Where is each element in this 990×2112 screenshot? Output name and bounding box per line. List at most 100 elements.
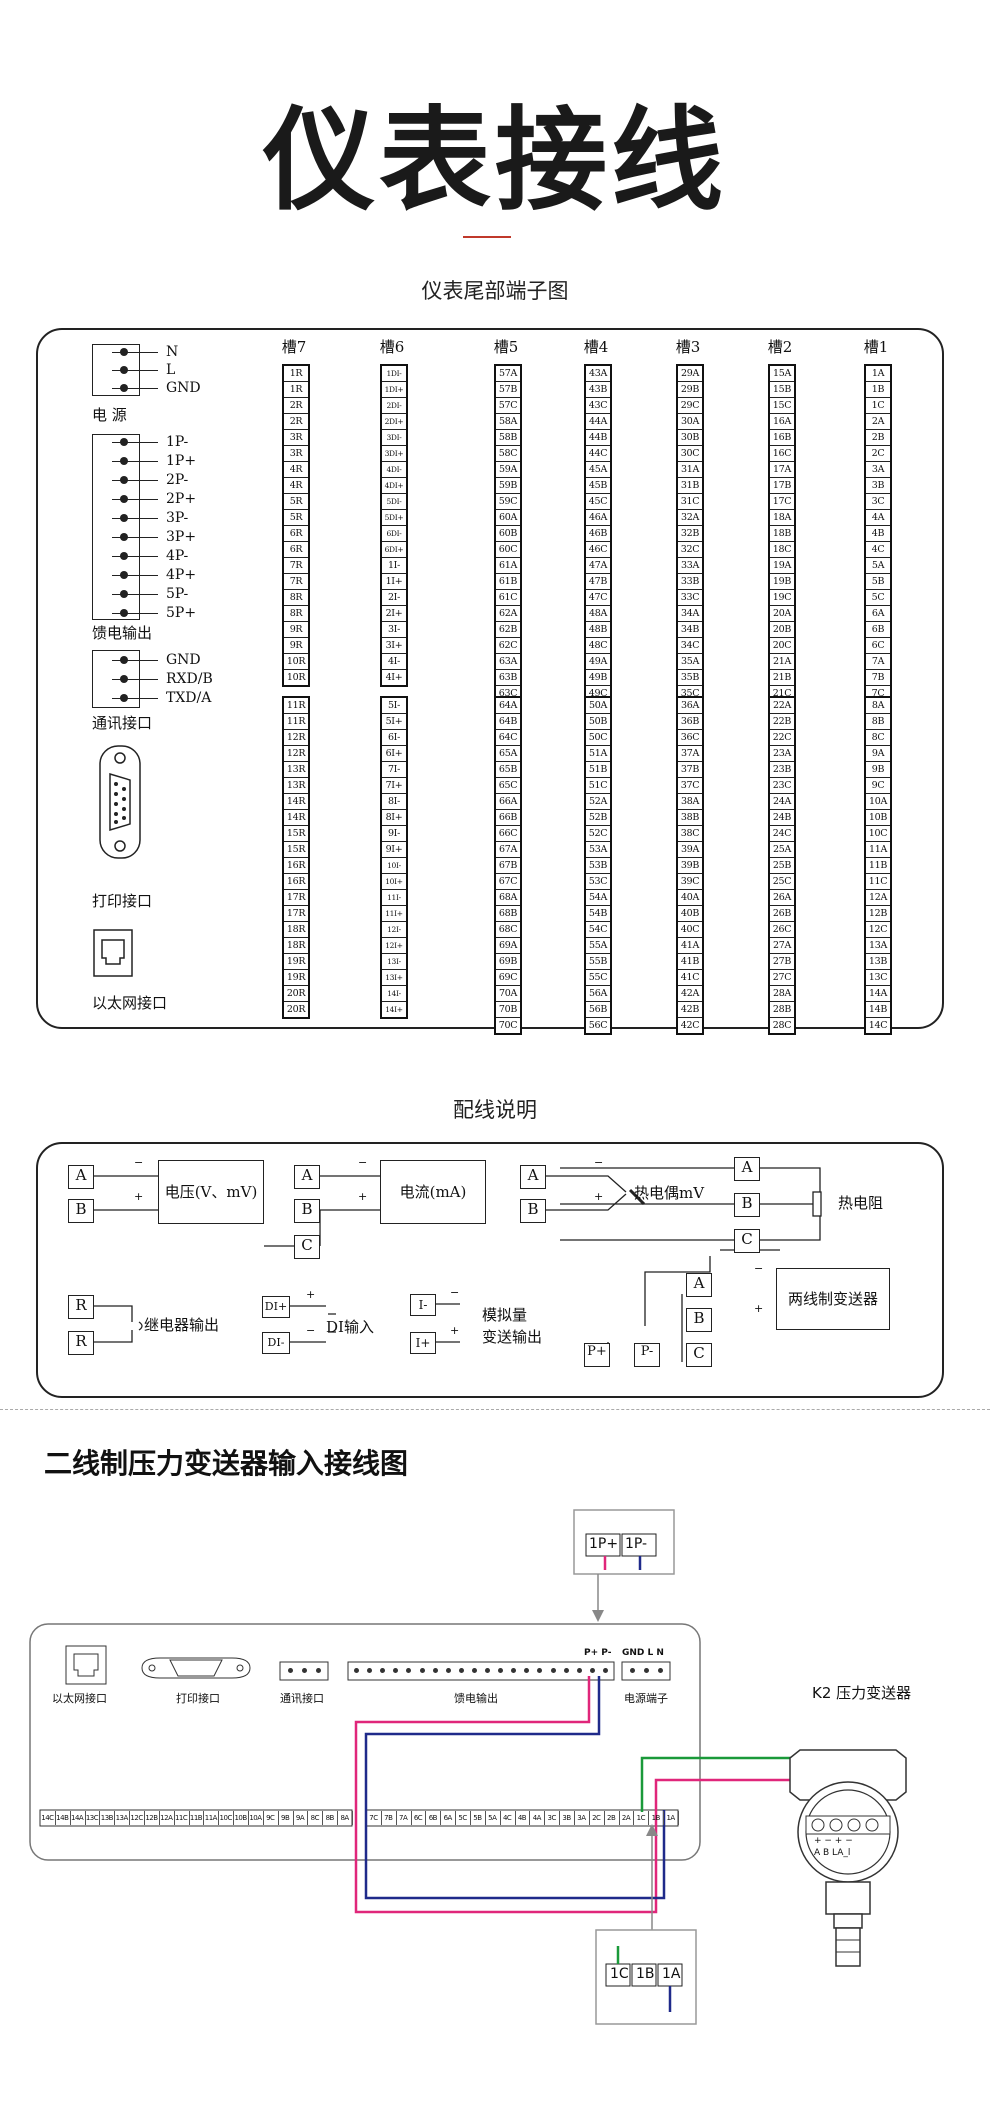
terminal-cell: 51A [586, 746, 610, 762]
power-pin-dot [120, 348, 128, 356]
terminal-cell: 34A [678, 606, 702, 622]
terminal-cell: 42B [678, 1002, 702, 1018]
strip-terminal: 8A [337, 1811, 353, 1825]
current-minus: − [358, 1156, 368, 1169]
screw-dot [630, 1668, 635, 1673]
feed-pin-wire [112, 461, 158, 463]
terminal-cell: 59C [496, 494, 520, 510]
terminal-cell: 33A [678, 558, 702, 574]
terminal-cell: 28C [772, 1020, 792, 1031]
voltage-plus: + [134, 1190, 144, 1203]
strip-terminal: 3B [559, 1811, 575, 1825]
screw-dot [644, 1668, 649, 1673]
terminal-cell: 30C [678, 446, 702, 462]
terminal-cell: 50C [586, 730, 610, 746]
terminal-cell: 18R [284, 938, 308, 954]
terminal-cell: 29C [678, 398, 702, 414]
two-wire-minus: − [754, 1262, 764, 1275]
feed-header: P+ P- [584, 1648, 612, 1658]
feed-pin-wire [112, 480, 158, 482]
strip-terminal: 5A [485, 1811, 501, 1825]
terminal-cell: 18C [770, 542, 794, 558]
terminal-cell: 66B [496, 810, 520, 826]
terminal-cell: 23B [770, 762, 794, 778]
terminal-cell: 20R [284, 986, 308, 1002]
terminal-cell: 13R [284, 778, 308, 794]
terminal-cell: 3DI- [382, 430, 406, 446]
comm-pin-label: TXD/A [166, 690, 212, 706]
terminal-cell: 69A [496, 938, 520, 954]
terminal-cell: 70B [496, 1002, 520, 1018]
bottom-power-label: 电源端子 [624, 1692, 668, 1705]
terminal-cell: 23C [770, 778, 794, 794]
slot-name: 槽4 [583, 338, 609, 356]
terminal-cell: 53C [586, 874, 610, 890]
terminal-cell: 62C [496, 638, 520, 654]
terminal-cell: 48A [586, 606, 610, 622]
wiring-lines [94, 1167, 822, 1362]
terminal-cell: 6A [866, 606, 890, 622]
terminal-cell: 44A [586, 414, 610, 430]
terminal-cell: 33B [678, 574, 702, 590]
section-title-terminals: 仪表尾部端子图 [421, 279, 569, 303]
terminal-cell: 8C [866, 730, 890, 746]
terminal-cell: 59B [496, 478, 520, 494]
slot-name: 槽3 [675, 338, 701, 356]
terminal-cell: 14I+ [385, 1005, 403, 1014]
terminal-cell: 16B [770, 430, 794, 446]
thermocouple-terminal-a: A [520, 1165, 546, 1189]
terminal-cell: 50B [586, 714, 610, 730]
terminal-cell: 47C [586, 590, 610, 606]
analog-out-label-1: 模拟量 [482, 1306, 528, 1324]
terminal-cell: 17C [770, 494, 794, 510]
terminal-cell: 21A [770, 654, 794, 670]
terminal-cell: 53B [586, 858, 610, 874]
db9-port-icon [99, 745, 141, 859]
feed-pin-wire [112, 518, 158, 520]
terminal-cell: 9I+ [382, 842, 406, 858]
terminal-cell: 45C [586, 494, 610, 510]
terminal-cell: 2A [866, 414, 890, 430]
terminal-cell: 13R [284, 762, 308, 778]
slot-name: 槽1 [863, 338, 889, 356]
terminal-cell: 1I- [382, 558, 406, 574]
terminal-cell: 4B [866, 526, 890, 542]
feed-pin-label: 5P- [166, 586, 189, 602]
terminal-cell: 10A [866, 794, 890, 810]
analog-out-plus-sign: + [450, 1324, 460, 1337]
terminal-cell: 2I+ [382, 606, 406, 622]
screw-dot [354, 1668, 359, 1673]
screw-dot [406, 1668, 412, 1673]
terminal-cell: 47A [586, 558, 610, 574]
terminal-cell: 57C [496, 398, 520, 414]
terminal-cell: 13A [866, 938, 890, 954]
comm-pin-label: RXD/B [166, 671, 213, 687]
power-pin-dot [120, 384, 128, 392]
strip-terminal: 7A [396, 1811, 412, 1825]
screw-dot [563, 1668, 569, 1673]
voltage-minus: − [134, 1156, 144, 1169]
terminal-cell: 59A [496, 462, 520, 478]
terminal-cell: 56A [586, 986, 610, 1002]
terminal-cell: 3R [284, 430, 308, 446]
strip-terminal: 1C [633, 1811, 650, 1825]
terminal-cell: 17R [284, 890, 308, 906]
terminal-cell: 6R [284, 542, 308, 558]
feed-pin-dot [120, 571, 128, 579]
terminal-cell: 6C [866, 638, 890, 654]
current-terminal-b: B [294, 1199, 320, 1223]
terminal-cell: 16A [770, 414, 794, 430]
terminal-cell: 58C [496, 446, 520, 462]
terminal-cell: 46B [586, 526, 610, 542]
comm-pin-wire [112, 660, 158, 662]
thermocouple-plus: + [594, 1190, 604, 1203]
feed-pin-wire [112, 613, 158, 615]
voltage-source-box: 电压(V、mV) [158, 1160, 264, 1224]
feed-pin-label: 2P- [166, 472, 189, 488]
terminal-cell: 61B [496, 574, 520, 590]
terminal-cell: 13B [866, 954, 890, 970]
